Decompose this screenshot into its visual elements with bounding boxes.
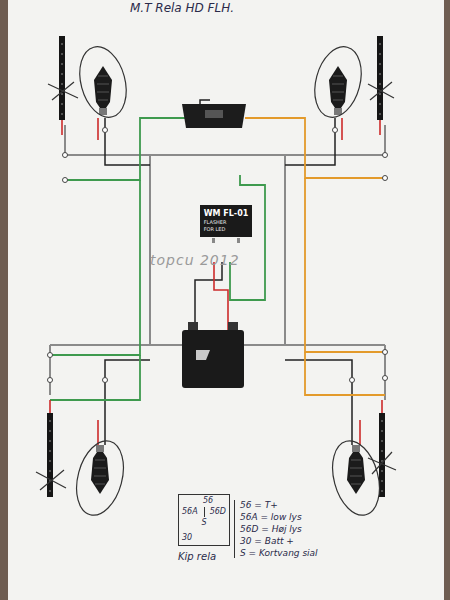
legend-note: 56A = low lys <box>240 512 302 522</box>
wiring-stroke <box>72 42 133 123</box>
wiring-stroke <box>305 178 385 352</box>
wiring-stroke <box>285 360 352 445</box>
pin-label: 56 <box>203 496 213 505</box>
wiring-stroke <box>150 155 285 345</box>
wiring-stroke <box>347 445 365 494</box>
wiring-stroke <box>182 104 246 128</box>
wiring-stroke <box>105 360 150 445</box>
box-heading: Kip rela <box>178 551 216 562</box>
wiring-stroke <box>377 36 383 120</box>
wiring-stroke <box>228 322 238 330</box>
wiring-stroke <box>50 355 140 400</box>
wiring-stroke <box>47 413 53 497</box>
wiring-stroke <box>305 352 385 395</box>
wiring-stroke <box>65 118 185 180</box>
wiring-stroke <box>50 118 265 400</box>
relay-type: FLASHER FOR LED <box>204 219 238 233</box>
wiring-stroke <box>94 66 112 115</box>
legend-bracket <box>234 500 238 558</box>
wiring-stroke <box>188 322 198 330</box>
pin-divider <box>204 507 205 517</box>
wiring-stroke <box>325 436 387 521</box>
pin-label: 56D <box>210 507 226 516</box>
watermark: topcu 2012 <box>150 252 240 268</box>
wiring-stroke <box>91 445 109 494</box>
legend-note: 30 = Batt + <box>240 536 294 546</box>
wiring-stroke <box>383 153 388 158</box>
relay-pin-box: Kip rela5656A56DS30 <box>178 494 230 546</box>
wiring-stroke <box>368 82 394 100</box>
wiring-stroke <box>48 378 53 383</box>
legend-note: 56 = T+ <box>240 500 278 510</box>
relay-pins <box>212 238 241 243</box>
legend-note: S = Kortvang sial <box>240 548 318 558</box>
wiring-stroke <box>50 118 382 445</box>
wiring-stroke <box>48 82 78 100</box>
wiring-stroke <box>205 110 223 118</box>
wiring-stroke <box>329 66 347 115</box>
wiring-stroke <box>36 42 396 521</box>
wiring-stroke <box>350 378 355 383</box>
wiring-stroke <box>63 178 68 183</box>
wiring-stroke <box>63 153 68 158</box>
wiring-stroke <box>182 330 244 388</box>
wiring-stroke <box>333 128 338 133</box>
wiring-stroke <box>383 376 388 381</box>
wiring-stroke <box>214 262 228 330</box>
wiring-stroke <box>195 262 222 330</box>
wiring-stroke <box>105 118 150 165</box>
wiring-stroke <box>245 118 385 395</box>
wiring-stroke <box>48 353 53 358</box>
wiring-stroke <box>50 180 140 355</box>
wiring-stroke <box>196 350 210 360</box>
wiring-stroke <box>103 378 108 383</box>
wiring-stroke <box>383 350 388 355</box>
wiring-stroke <box>245 118 385 178</box>
pin-label: 30 <box>182 533 192 542</box>
wiring-stroke <box>69 436 131 521</box>
pin-label: S <box>201 518 206 527</box>
wiring-stroke <box>65 125 385 155</box>
wiring-stroke <box>285 118 335 165</box>
wiring-stroke <box>65 154 385 156</box>
wiring-stroke <box>368 452 396 474</box>
wiring-stroke <box>103 128 108 133</box>
wiring-stroke <box>50 125 385 400</box>
wiring-stroke <box>36 470 66 490</box>
wiring-stroke <box>50 120 382 415</box>
legend-note: 56D = Høj lys <box>240 524 302 534</box>
wiring-stroke <box>383 176 388 181</box>
wiring-stroke <box>105 100 352 445</box>
flasher-relay: WM FL-01FLASHER FOR LED <box>200 205 253 237</box>
diagram-title: M.T Rela HD FLH. <box>130 1 234 15</box>
pin-label: 56A <box>182 507 198 516</box>
relay-brand: WM FL-01 <box>204 209 249 219</box>
wiring-stroke <box>98 118 360 445</box>
wiring-stroke <box>59 36 65 120</box>
wiring-stroke <box>307 42 368 123</box>
